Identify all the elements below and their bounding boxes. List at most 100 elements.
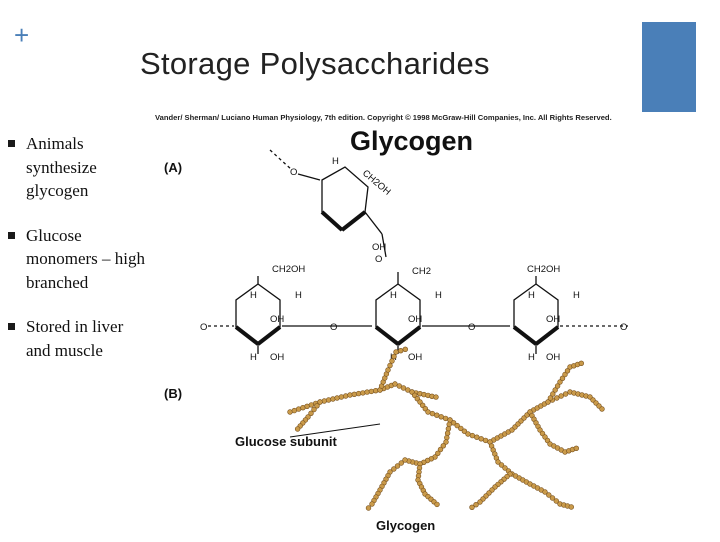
glucose-bead	[564, 368, 571, 374]
glucose-bead	[562, 371, 568, 378]
glucose-bead	[369, 501, 375, 507]
glucose-bead	[437, 446, 444, 453]
bullet-list: Animals synthesize glycogen Glucose mono…	[8, 132, 148, 383]
glucose-bead	[391, 466, 397, 472]
svg-text:CH2OH: CH2OH	[272, 264, 305, 275]
glucose-bead	[557, 379, 563, 385]
glucose-bead	[391, 353, 397, 360]
bottom-label: Glycogen	[376, 518, 435, 533]
plus-icon: +	[14, 20, 30, 50]
bullet-text: Animals synthesize	[26, 134, 97, 177]
glucose-bead	[387, 362, 393, 369]
glucose-bead	[433, 394, 439, 400]
glucose-bead	[373, 388, 379, 394]
svg-text:H: H	[528, 352, 535, 363]
label-a: (A)	[164, 160, 182, 175]
svg-text:H: H	[573, 290, 580, 301]
glucose-bead	[398, 460, 405, 466]
glucose-bead	[355, 390, 362, 397]
svg-text:O: O	[290, 167, 297, 178]
glucose-bead	[558, 393, 564, 399]
glucose-bead	[400, 385, 407, 391]
glucose-bead	[351, 391, 358, 397]
glucose-bead	[445, 426, 452, 432]
glucose-bead	[425, 409, 431, 415]
glucose-bead	[435, 450, 441, 456]
glucose-bead	[325, 397, 332, 403]
glucose-bead	[308, 410, 314, 416]
bullet-square-icon	[8, 231, 15, 239]
bullet-item: Glucose monomers – high branched	[8, 224, 148, 295]
glycogen-chains	[287, 346, 605, 511]
glucose-bead	[465, 431, 471, 437]
glucose-bead	[402, 457, 408, 463]
glucose-bead	[473, 502, 479, 508]
glucose-bead	[542, 489, 548, 495]
glucose-bead	[478, 436, 484, 442]
glucose-bead	[392, 381, 398, 387]
glucose-bead	[394, 463, 401, 469]
glucose-bead	[294, 426, 301, 432]
glucose-bead	[368, 388, 375, 395]
svg-text:OH: OH	[372, 242, 386, 253]
glucose-bead	[434, 412, 440, 418]
glucose-bead	[334, 395, 340, 401]
svg-text:O: O	[468, 322, 475, 333]
svg-text:O: O	[200, 322, 207, 333]
glucose-bead	[549, 495, 556, 501]
glucose-bead	[554, 383, 561, 389]
glucose-bead	[429, 410, 436, 417]
svg-text:H: H	[390, 290, 397, 301]
glucose-bead	[347, 392, 353, 398]
subunit-label: Glucose subunit	[235, 434, 338, 449]
svg-text:O: O	[330, 322, 337, 333]
glucose-bead	[440, 443, 446, 449]
glucose-bead	[547, 395, 554, 401]
figure-credit: Vander/ Sherman/ Luciano Human Physiolog…	[155, 113, 612, 122]
svg-text:CH2OH: CH2OH	[360, 168, 393, 198]
glucose-bead	[502, 465, 508, 471]
structural-formula	[208, 149, 628, 354]
glucose-bead	[442, 415, 449, 422]
glucose-bead	[393, 349, 399, 355]
subunit-pointer	[289, 423, 381, 438]
svg-text:OH: OH	[408, 314, 422, 325]
bullet-text: Stored in liver and muscle	[26, 317, 124, 360]
glucose-bead	[398, 348, 404, 354]
glucose-bead	[458, 425, 464, 432]
glucose-bead	[343, 393, 349, 399]
svg-text:CH2OH: CH2OH	[527, 264, 560, 275]
svg-text:OH: OH	[546, 352, 560, 363]
svg-text:O: O	[375, 254, 382, 265]
glucose-bead	[474, 434, 480, 440]
svg-text:H: H	[435, 290, 442, 301]
svg-text:H: H	[250, 352, 257, 363]
svg-text:H: H	[295, 290, 302, 301]
bullet-item: Stored in liver and muscle	[8, 315, 148, 362]
glucose-bead	[434, 501, 440, 508]
bullet-square-icon	[8, 323, 15, 330]
glucose-bead	[553, 498, 559, 504]
svg-text:H: H	[250, 290, 257, 301]
bullet-keyword: glycogen	[26, 181, 89, 200]
glucose-bead	[321, 398, 328, 404]
slide-title: Storage Polysaccharides	[140, 46, 490, 81]
glucose-bead	[469, 504, 475, 510]
glucose-bead	[495, 459, 501, 465]
glucose-bead	[477, 499, 483, 505]
glucose-bead	[446, 421, 452, 428]
svg-text:CH2: CH2	[412, 266, 431, 277]
glucose-bead	[314, 403, 320, 409]
glucose-bead	[578, 360, 584, 367]
glucose-bead	[454, 422, 460, 429]
glucose-bead	[385, 367, 391, 373]
svg-text:OH: OH	[546, 314, 560, 325]
glucose-bead	[443, 439, 449, 445]
glucose-bead	[389, 358, 395, 364]
glucose-bead	[599, 406, 605, 412]
bullet-text: Glucose monomers – high branched	[26, 225, 145, 292]
svg-text:O: O	[620, 322, 627, 333]
glucose-bead	[365, 505, 372, 511]
glucose-bead	[559, 375, 566, 381]
glucose-bead	[568, 504, 574, 510]
